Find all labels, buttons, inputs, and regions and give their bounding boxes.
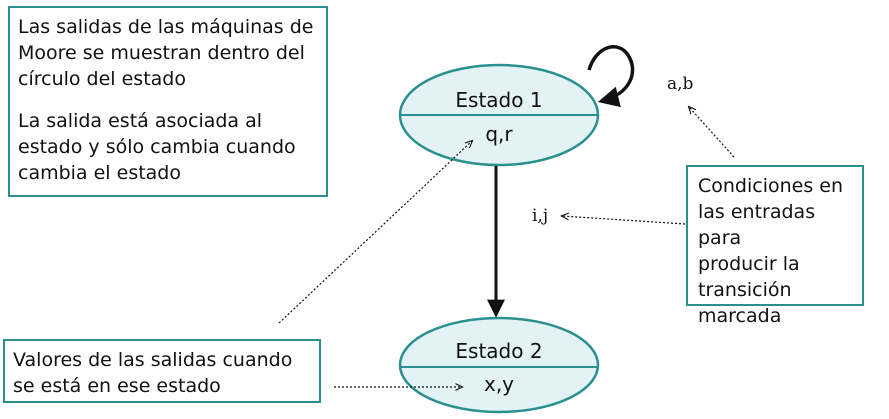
moore-note-line: estado y sólo cambia cuando xyxy=(18,136,296,158)
transition-label: i,j xyxy=(532,206,548,226)
conditions-note-line: producir la xyxy=(698,253,800,275)
state-2: Estado 2 x,y xyxy=(398,316,600,414)
state-1-name: Estado 1 xyxy=(455,88,542,112)
moore-note-line: círculo del estado xyxy=(18,68,186,90)
moore-note-box: Las salidas de las máquinas de Moore se … xyxy=(8,6,328,197)
moore-note-line: La salida está asociada al xyxy=(18,110,263,132)
self-loop-label: a,b xyxy=(667,74,694,94)
state-2-outputs: x,y xyxy=(484,372,514,396)
state-2-ellipse xyxy=(398,316,600,414)
dotted-pointer-to-loop-label xyxy=(689,107,735,158)
moore-note-line: Las salidas de las máquinas de xyxy=(18,16,314,38)
dotted-pointer-to-state1-outputs xyxy=(278,141,472,324)
conditions-note-box: Condiciones en las entradas para produci… xyxy=(686,165,864,327)
state-1-outputs: q,r xyxy=(485,122,513,146)
output-values-note-line: Valores de las salidas cuando xyxy=(13,349,293,371)
conditions-note-line: transición xyxy=(698,279,792,301)
conditions-note-line: marcada xyxy=(698,305,782,327)
moore-note-line: cambia el estado xyxy=(18,162,181,184)
output-values-note-line: se está en ese estado xyxy=(13,375,221,397)
moore-note-line: Moore se muestran dentro del xyxy=(18,42,305,64)
self-loop-arrow xyxy=(587,45,635,108)
state-2-name: Estado 2 xyxy=(455,339,542,363)
dotted-pointer-to-transition-label xyxy=(562,216,686,225)
state-1: Estado 1 q,r xyxy=(398,63,600,167)
conditions-note-line: las entradas para xyxy=(698,201,816,249)
output-values-note-box: Valores de las salidas cuando se está en… xyxy=(3,339,321,403)
conditions-note-line: Condiciones en xyxy=(698,175,844,197)
